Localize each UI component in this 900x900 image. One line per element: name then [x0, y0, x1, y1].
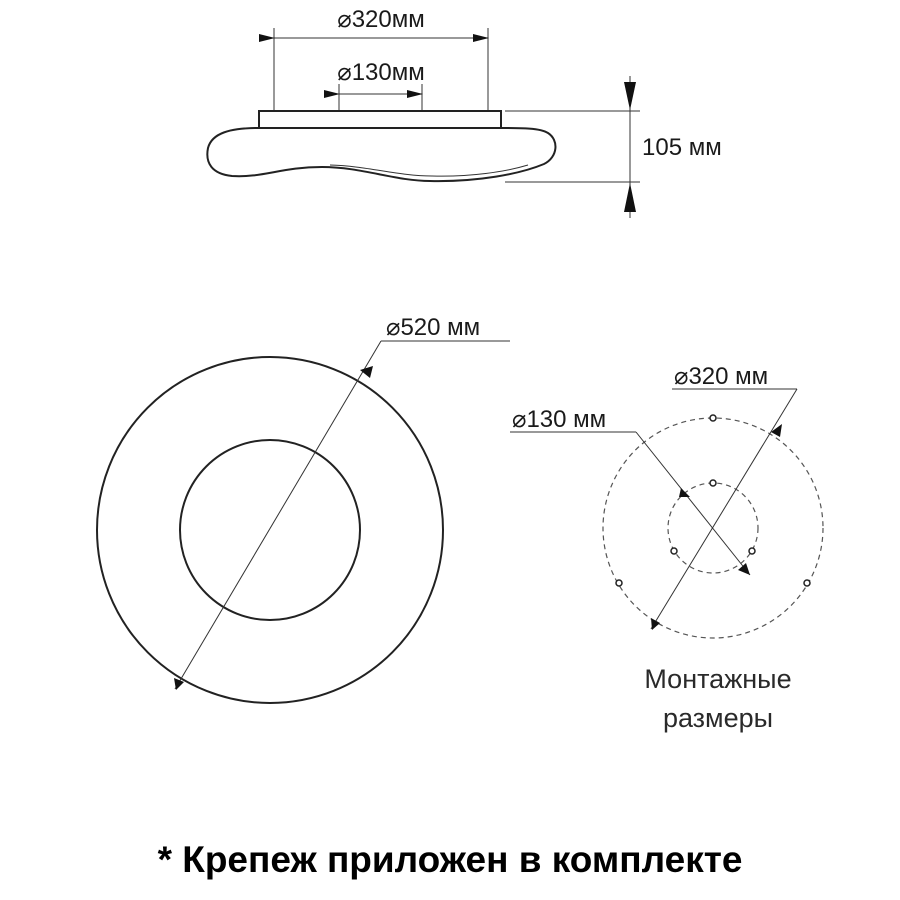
fixture-inner-circle: [179, 439, 361, 621]
dim-mount-320-arrow-bottom: [651, 618, 660, 630]
dim-520-arrow-bottom: [174, 678, 184, 690]
dim-line-mount-130: [635, 431, 751, 576]
dim-label-height: 105 мм: [642, 134, 722, 161]
footnote-text: * Крепеж приложен в комплекте: [158, 839, 743, 880]
dim-mount-130-arrow-top: [679, 488, 690, 497]
mount-hole-inner-right: [748, 547, 756, 555]
mounting-view: ⌀320 мм ⌀130 мм Монтажные размеры: [510, 363, 824, 733]
mount-hole-outer-top: [709, 414, 717, 422]
dim-label-side-130: ⌀130мм: [337, 59, 425, 86]
dim-label-side-320: ⌀320мм: [337, 6, 425, 33]
dim-line-mount-320: [650, 388, 798, 630]
mounting-caption-line2: размеры: [663, 703, 773, 733]
mounting-plate: [258, 110, 502, 129]
dim-line-520: [174, 340, 382, 690]
mount-hole-inner-top: [709, 479, 717, 487]
lamp-body-inner-edge: [329, 164, 529, 177]
dim-520-arrow-top: [360, 366, 373, 378]
height-arrow-top: [624, 82, 636, 110]
lamp-body-profile: [206, 127, 557, 183]
side-view: ⌀320мм ⌀130мм 105 мм: [206, 6, 722, 218]
fixture-outer-circle: [96, 356, 444, 704]
dim-label-top-520: ⌀520 мм: [386, 314, 480, 341]
dim-label-mount-130: ⌀130 мм: [512, 406, 606, 433]
height-arrow-bottom: [624, 183, 636, 212]
dim-mount-320-arrow-top: [771, 424, 782, 437]
mounting-caption-line1: Монтажные: [644, 664, 791, 694]
dim-label-mount-320: ⌀320 мм: [674, 363, 768, 390]
mount-hole-outer-right: [803, 579, 811, 587]
dim-mount-130-arrow-bottom: [738, 563, 750, 575]
mount-hole-inner-left: [670, 547, 678, 555]
mount-hole-outer-left: [615, 579, 623, 587]
top-view: ⌀520 мм: [96, 314, 510, 704]
